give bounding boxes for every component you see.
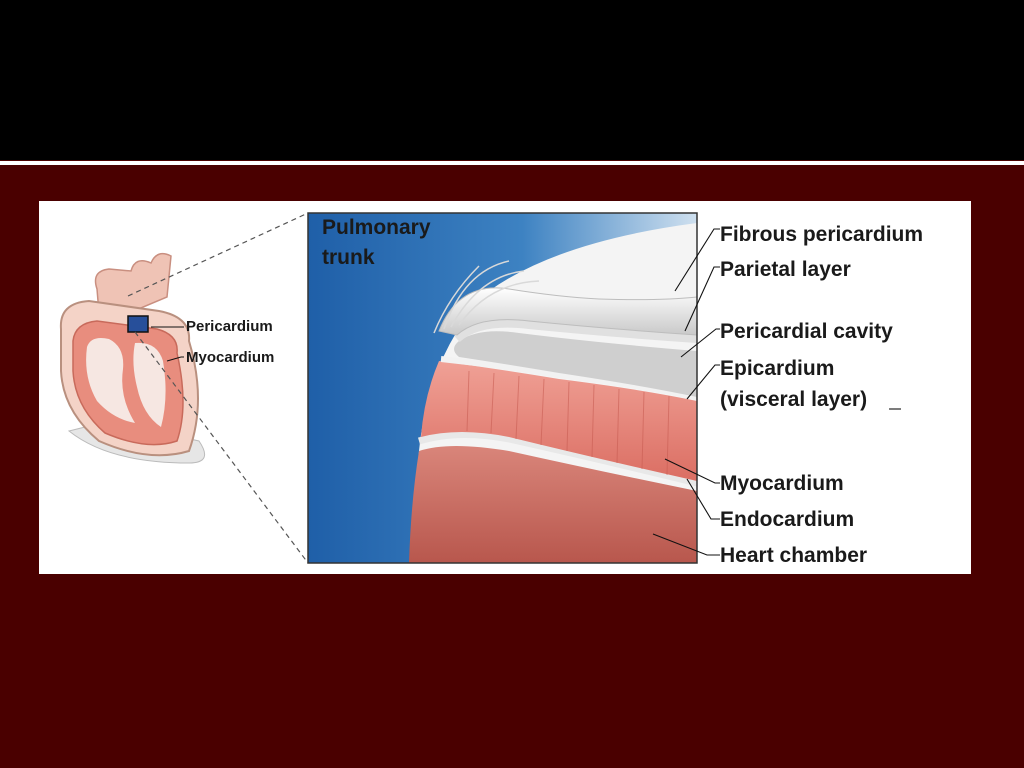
heart-inset: [59, 212, 309, 564]
zoom-box: [127, 315, 149, 333]
magnify-line-bottom: [134, 331, 309, 564]
fibrous-pericardium-layer: [438, 287, 697, 336]
magnified-wall: [308, 213, 697, 563]
heart-wall-illustration: [59, 212, 901, 564]
label-parietal-layer: Parietal layer: [720, 258, 851, 281]
heart-inset-chamber-left: [86, 338, 135, 423]
label-epicardium: Epicardium: [720, 357, 835, 380]
label-myocardium-inset: Myocardium: [186, 349, 275, 366]
title-band: [0, 0, 1024, 160]
figure-panel: Pericardium Myocardium Pulmonary trunk F…: [39, 201, 971, 574]
heart-inset-vessels: [94, 252, 172, 314]
label-myocardium: Myocardium: [720, 472, 844, 495]
heart-chamber-region: [409, 446, 697, 563]
label-pulmonary-trunk-line2: trunk: [322, 246, 375, 269]
epicardium-layer: [440, 356, 697, 400]
leader-lines: [652, 228, 901, 556]
pericardial-cavity-region: [454, 331, 697, 397]
endocardium-layer: [417, 431, 697, 487]
pulmonary-trunk-region: [308, 213, 697, 563]
label-pericardial-cavity: Pericardial cavity: [720, 320, 893, 343]
myocardium-layer: [421, 361, 697, 481]
label-fibrous-pericardium: Fibrous pericardium: [720, 223, 924, 246]
heart-inset-chamber-right: [133, 342, 166, 427]
title-divider: [0, 161, 1024, 165]
label-pulmonary-trunk-line1: Pulmonary: [322, 216, 431, 239]
label-epicardium-visceral: (visceral layer): [720, 388, 868, 411]
label-endocardium: Endocardium: [720, 508, 855, 531]
magnify-line-top: [127, 212, 309, 297]
label-pericardium-inset: Pericardium: [186, 318, 273, 335]
label-heart-chamber: Heart chamber: [720, 544, 868, 567]
parietal-layer: [454, 319, 697, 343]
